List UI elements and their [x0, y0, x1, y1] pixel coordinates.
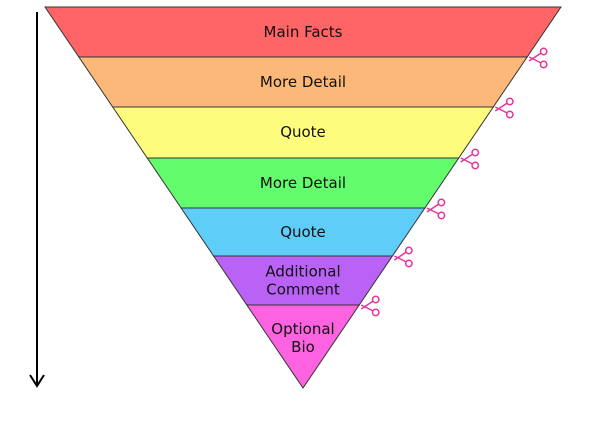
scissors-icon — [426, 198, 446, 220]
layer-label: Quote — [280, 223, 326, 241]
layer-label: Comment — [266, 281, 340, 299]
layer-label: Optional — [271, 320, 334, 338]
scissors-icon — [494, 97, 514, 119]
layer-label: More Detail — [260, 73, 346, 91]
layer-label: More Detail — [260, 174, 346, 192]
layer-label: Bio — [291, 338, 315, 356]
layer-label: Main Facts — [264, 23, 343, 41]
pyramid-layers — [44, 6, 562, 389]
cut-markers — [360, 47, 548, 317]
layer-label: Additional — [265, 263, 340, 281]
scissors-icon — [528, 47, 548, 69]
layer-label: Quote — [280, 123, 326, 141]
pyramid-layer — [245, 304, 361, 389]
scissors-icon — [360, 295, 380, 317]
scissors-icon — [460, 148, 480, 170]
down-arrow — [29, 12, 45, 388]
scissors-icon — [393, 246, 413, 268]
